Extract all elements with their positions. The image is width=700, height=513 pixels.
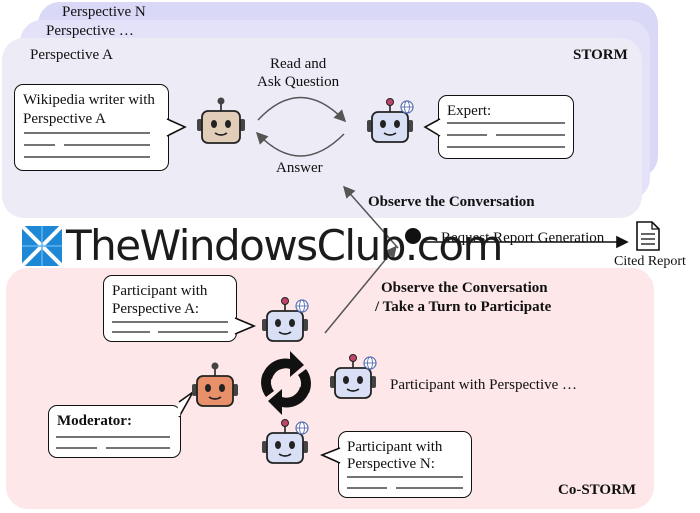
- expert-speech-bubble: Expert:: [438, 95, 574, 159]
- observe-participate-line2: / Take a Turn to Participate: [375, 299, 552, 315]
- participate-arrow: [324, 245, 397, 334]
- participant-a-line1: Participant with: [112, 283, 208, 299]
- storm-title: STORM: [573, 47, 628, 63]
- writer-robot-icon: [197, 97, 245, 144]
- read-ask-line1: Read and: [270, 56, 327, 72]
- participant-n-bubble-tail: [319, 447, 341, 464]
- answer-arrow: [255, 131, 345, 157]
- cycle-arrows-icon: [261, 351, 311, 415]
- participant-a-speech-bubble: Participant with Perspective A:: [103, 275, 237, 342]
- participant-n-robot-icon: [261, 418, 309, 464]
- participant-a-bubble-tail: [234, 317, 257, 335]
- read-ask-line2: Ask Question: [257, 74, 340, 90]
- participant-n-line1: Participant with: [347, 439, 443, 455]
- writer-bubble-tail: [166, 118, 187, 137]
- expert-bubble-lines: [447, 122, 565, 148]
- perspective-a-label: Perspective A: [30, 47, 113, 63]
- user-icon: [405, 228, 421, 244]
- expert-robot-icon: [366, 97, 414, 143]
- participant-a-bubble-lines: [112, 321, 228, 333]
- cited-report-document-icon: [636, 221, 660, 251]
- ask-arrow: [257, 96, 347, 123]
- expert-bubble-tail: [423, 118, 441, 137]
- participant-a-line2: Perspective A:: [112, 301, 200, 317]
- writer-bubble-lines: [24, 132, 150, 158]
- observe-participate-line1: Observe the Conversation: [381, 280, 548, 296]
- watermark: TheWindowsClub.com: [20, 221, 503, 270]
- moderator-bubble-lines: [56, 436, 170, 449]
- perspective-n-label: Perspective N: [62, 4, 146, 20]
- costorm-title: Co-STORM: [558, 482, 637, 498]
- writer-bubble-line1: Wikipedia writer with: [23, 92, 155, 108]
- moderator-label: Moderator:: [57, 413, 132, 429]
- writer-bubble-line2: Perspective A: [23, 111, 106, 127]
- moderator-bubble-tail: [178, 391, 194, 418]
- answer-label: Answer: [276, 160, 323, 176]
- participant-n-line2: Perspective N:: [347, 456, 435, 472]
- participant-n-speech-bubble: Participant with Perspective N:: [338, 431, 472, 498]
- observe-conversation-label: Observe the Conversation: [368, 194, 535, 210]
- expert-bubble-label: Expert:: [447, 103, 492, 119]
- participant-etc-label: Participant with Perspective …: [390, 377, 578, 393]
- participant-n-bubble-lines: [347, 476, 463, 489]
- observe-arrow: [343, 185, 399, 249]
- perspective-etc-label: Perspective …: [46, 23, 134, 39]
- moderator-speech-bubble: Moderator:: [48, 405, 181, 458]
- moderator-robot-icon: [192, 362, 238, 407]
- participant-a-robot-icon: [261, 296, 309, 342]
- windows-logo-icon: [20, 224, 64, 268]
- participant-etc-robot-icon: [329, 353, 377, 399]
- watermark-text: TheWindowsClub.com: [66, 221, 503, 270]
- cited-report-label: Cited Report: [614, 254, 686, 269]
